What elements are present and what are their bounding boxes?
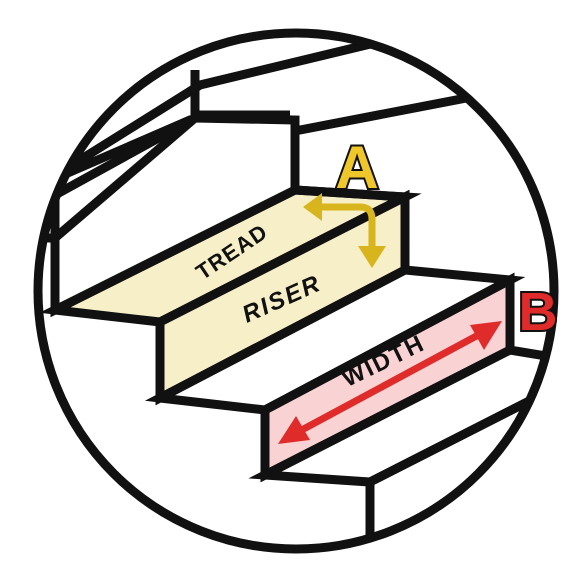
letter-a: A [335,134,378,201]
letter-b: B [519,282,558,342]
